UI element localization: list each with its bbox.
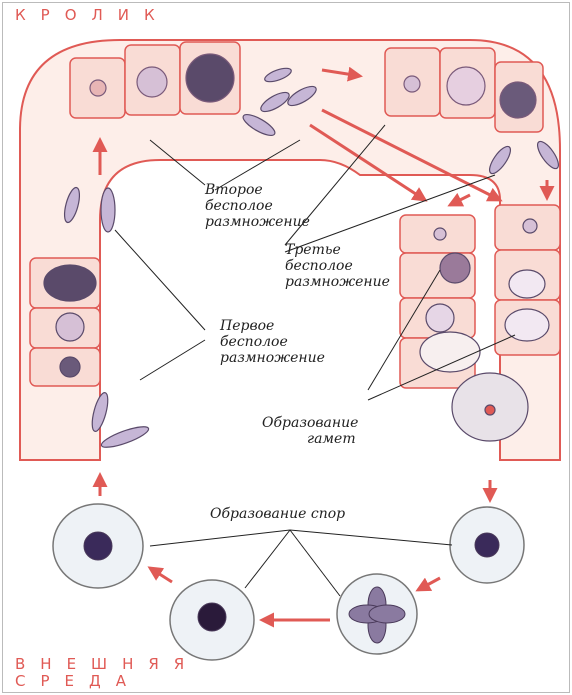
oocysts [53,504,524,660]
host-label: КРОЛИК [15,6,170,24]
environment-label-line2: СРЕДА [15,672,141,690]
macrogamete [452,373,528,441]
label-spore-formation: Образование спор [210,506,345,522]
sporocysts [84,532,499,643]
environment-label-line1: ВНЕШНЯЯ [15,655,199,673]
